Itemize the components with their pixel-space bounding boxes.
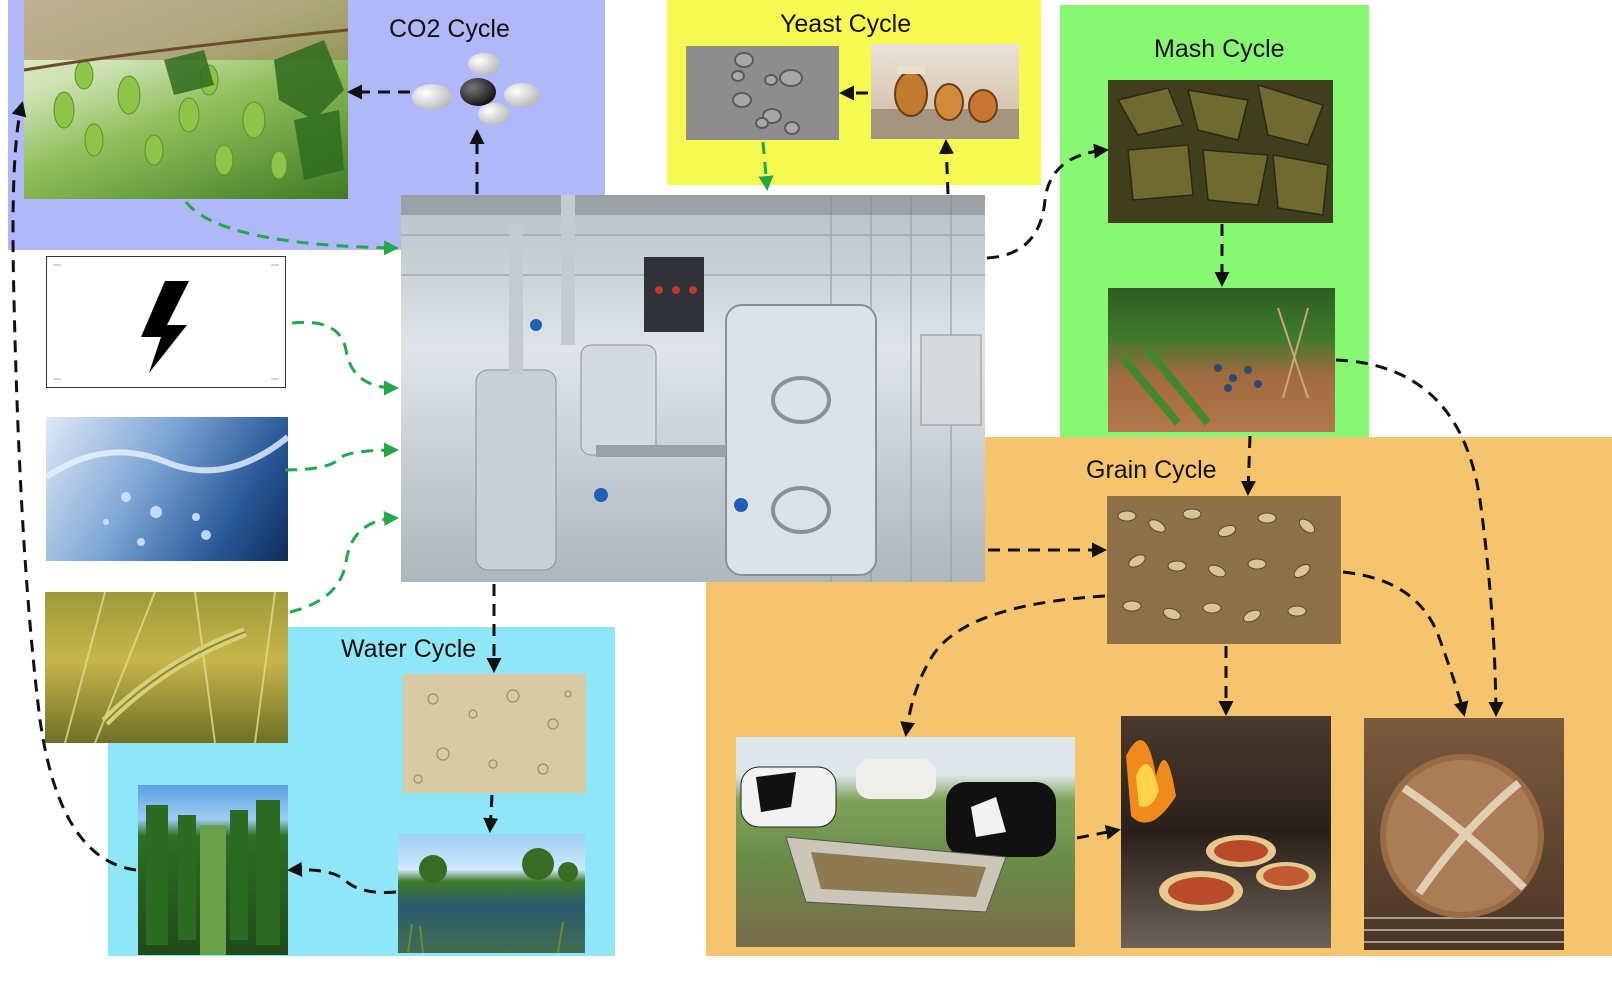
spent-grain-photo	[1107, 496, 1341, 644]
mash-cycle-label: Mash Cycle	[1154, 35, 1285, 63]
arrow-water-to-brewery	[284, 442, 399, 472]
pizza-oven-photo	[1121, 716, 1331, 948]
yeast-microscope-photo	[686, 46, 839, 140]
yeast-cycle-label: Yeast Cycle	[780, 10, 912, 38]
spent-mash-photo	[1108, 80, 1333, 223]
yeast-culture-jars-photo	[871, 44, 1019, 139]
co2-cycle-label: CO2 Cycle	[389, 15, 510, 43]
pond-photo	[398, 834, 585, 953]
brewing-equipment-photo	[401, 195, 985, 582]
hop-field-photo	[138, 785, 288, 955]
barley-field-photo	[45, 592, 288, 743]
vegetable-garden-photo	[1108, 288, 1335, 432]
bread-loaf-photo	[1364, 718, 1564, 950]
grain-cycle-label: Grain Cycle	[1086, 456, 1217, 484]
cattle-feeding-photo	[736, 737, 1075, 947]
water-splash-photo	[46, 417, 288, 561]
hops-vine-photo	[24, 0, 348, 199]
arrow-barley-to-brewery	[289, 511, 399, 614]
sediment-water-photo	[403, 674, 586, 793]
lightning-bolt-icon	[46, 256, 286, 388]
molecule-model	[410, 50, 542, 130]
water-cycle-label: Water Cycle	[341, 635, 477, 663]
arrow-electricity-to-brewery	[291, 320, 399, 396]
